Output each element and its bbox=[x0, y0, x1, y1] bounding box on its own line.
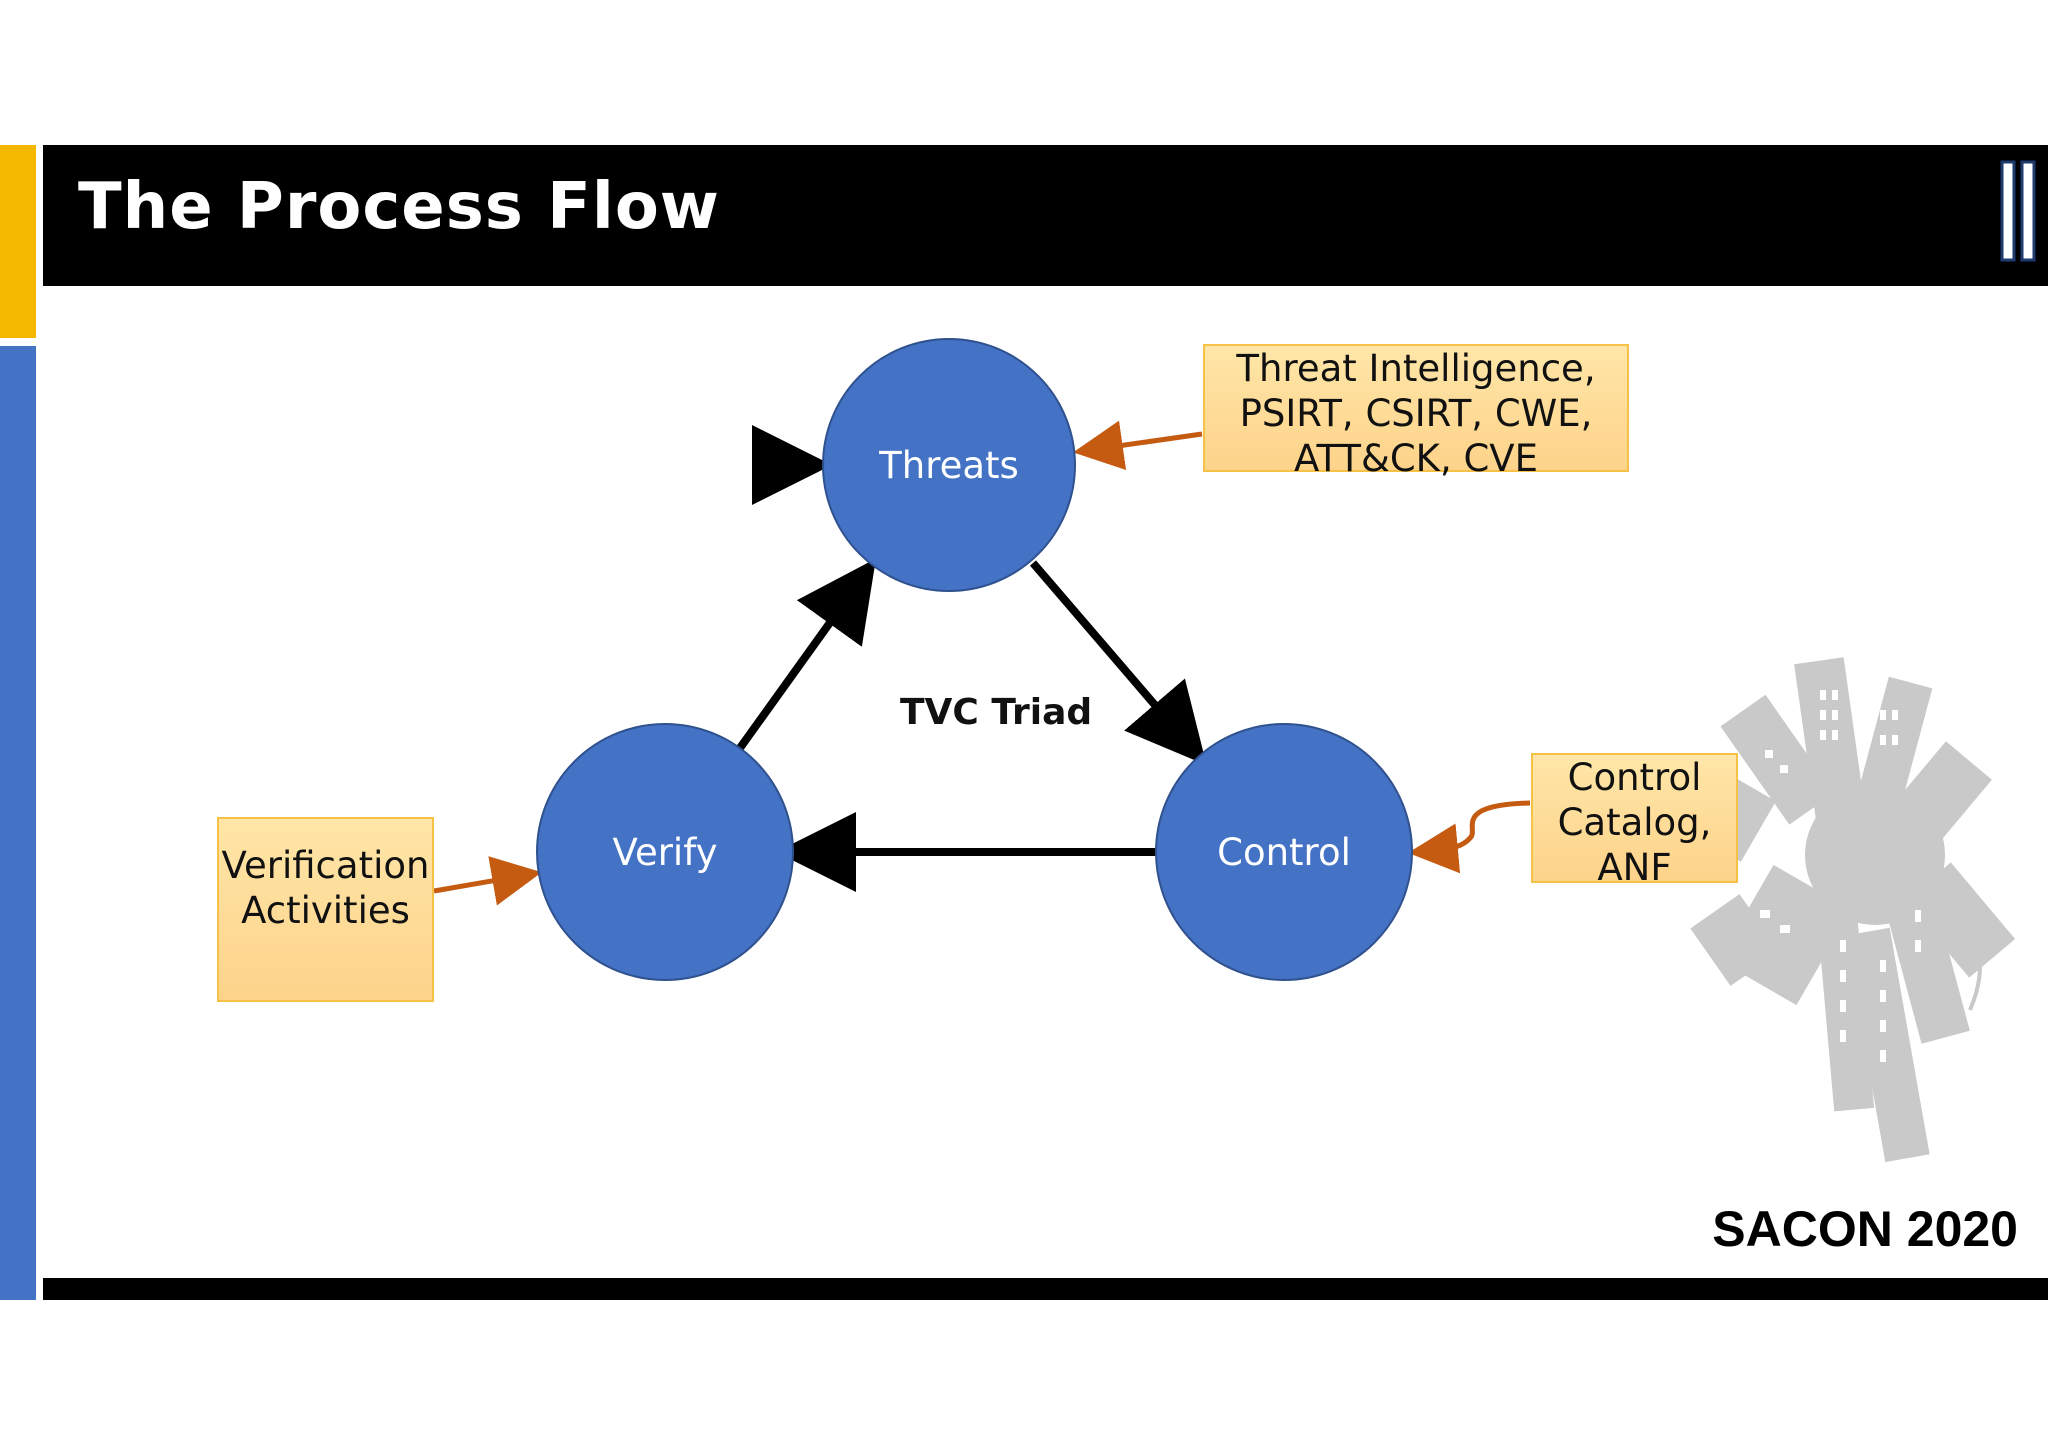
arrow-threat-sources bbox=[1073, 420, 1203, 471]
arrow-verify-sources bbox=[433, 856, 542, 906]
triad-label: TVC Triad bbox=[900, 692, 1093, 733]
bottom-bar bbox=[43, 1278, 2048, 1300]
accent-gap bbox=[36, 145, 43, 1300]
note-verify-line-1: Verification bbox=[221, 844, 430, 887]
note-threat-line-2: PSIRT, CSIRT, CWE, bbox=[1239, 392, 1593, 435]
arrow-verify-to-threats bbox=[736, 558, 876, 751]
arrow-control-sources bbox=[1408, 800, 1531, 874]
note-threat-sources: Threat Intelligence, PSIRT, CSIRT, CWE, … bbox=[1203, 344, 1629, 480]
node-verify bbox=[536, 723, 794, 981]
title-bar bbox=[43, 145, 2048, 286]
node-control-label: Control bbox=[1217, 831, 1351, 874]
slide-title: The Process Flow bbox=[78, 170, 720, 244]
node-threats-label: Threats bbox=[878, 444, 1019, 487]
accent-stripe-yellow bbox=[0, 145, 36, 338]
arrow-threats-to-control bbox=[1029, 560, 1207, 766]
double-bar-logo-icon bbox=[2000, 160, 2036, 262]
node-control bbox=[1155, 723, 1413, 981]
note-verify-line-2: Activities bbox=[241, 889, 410, 932]
node-verify-label: Verify bbox=[613, 831, 718, 874]
note-threat-line-1: Threat Intelligence, bbox=[1236, 347, 1596, 390]
accent-stripe-blue bbox=[0, 346, 36, 1300]
note-control-sources: Control Catalog, ANF bbox=[1531, 753, 1738, 889]
note-control-line-1: Control bbox=[1567, 756, 1702, 799]
note-verify-sources: Verification Activities bbox=[217, 817, 434, 1002]
note-control-line-3: ANF bbox=[1597, 846, 1672, 889]
footer-brand: SACON 2020 bbox=[1712, 1201, 2018, 1257]
note-control-line-2: Catalog, bbox=[1557, 801, 1712, 844]
note-threat-line-3: ATT&CK, CVE bbox=[1294, 437, 1538, 480]
node-threats bbox=[822, 338, 1076, 592]
